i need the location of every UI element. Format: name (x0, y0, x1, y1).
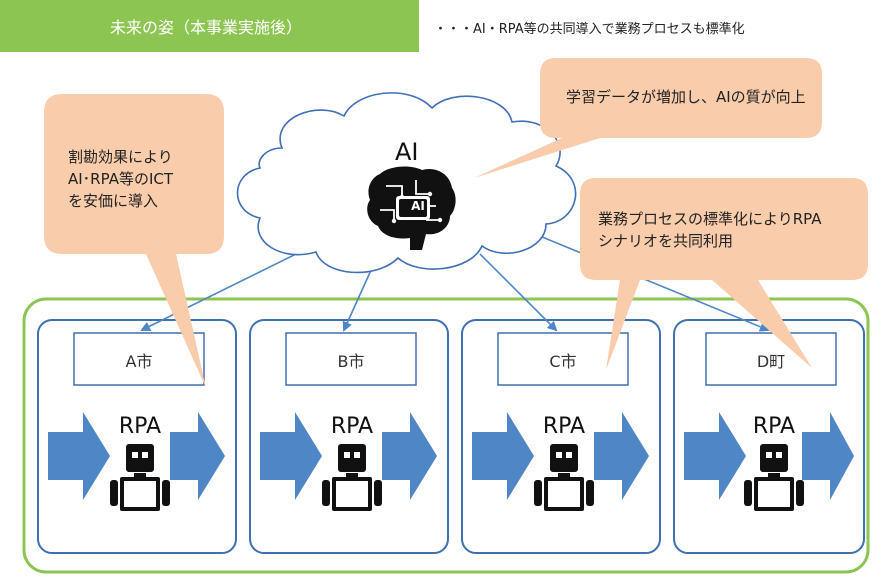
header-bar: 未来の姿（本事業実施後） (0, 0, 419, 52)
callout-left (44, 94, 224, 388)
callout-right-line-1: 業務プロセスの標準化によりRPA (598, 210, 822, 228)
callout-right-line-2: シナリオを共同利用 (598, 232, 734, 250)
output-arrow-icon (802, 412, 854, 500)
rpa-flow-c (472, 412, 649, 511)
callout-top-right (474, 58, 822, 178)
unit-frame-c (461, 319, 661, 554)
unit-name-d: D町 (756, 352, 786, 371)
input-arrow-icon (684, 412, 746, 500)
connector-d (529, 231, 770, 332)
callout-top-right-text: 学習データが増加し、AIの質が向上 (566, 88, 806, 106)
ai-brain-icon (367, 166, 456, 250)
cloud-connectors (140, 231, 770, 332)
connector-b (342, 267, 373, 332)
unit-name-boxes (73, 332, 837, 386)
municipality-group-frame (22, 297, 870, 574)
callout-right (580, 178, 868, 370)
rpa-flow-d (684, 412, 854, 511)
unit-name-box-c (497, 332, 629, 386)
connector-c (479, 253, 558, 332)
input-arrow-icon (260, 412, 322, 500)
callout-left-line-2: AI･RPA等のICT (68, 170, 174, 188)
output-arrow-icon (382, 412, 437, 500)
unit-name-box-d (705, 332, 837, 386)
rpa-flow-b (260, 412, 437, 511)
header-note: ・・・AI・RPA等の共同導入で業務プロセスも標準化 (434, 22, 745, 37)
connector-a (140, 251, 301, 331)
robot-icon (110, 444, 170, 511)
unit-name-a: A市 (125, 352, 153, 371)
rpa-label-d: RPA (752, 414, 796, 439)
rpa-label-c: RPA (542, 414, 586, 439)
rpa-flow-a (48, 412, 225, 511)
callout-left-line-3: を安価に導入 (68, 192, 159, 210)
ai-chip-label: AI (411, 199, 425, 213)
unit-name-c: C市 (549, 352, 577, 371)
unit-frame-a (37, 319, 237, 554)
robot-icon (744, 444, 804, 511)
unit-name-box-a (73, 332, 205, 386)
ai-cloud-label: AI (395, 138, 419, 166)
input-arrow-icon (48, 412, 110, 500)
callout-right-text: 業務プロセスの標準化によりRPA シナリオを共同利用 (598, 208, 821, 252)
output-arrow-icon (170, 412, 225, 500)
rpa-label-b: RPA (330, 414, 374, 439)
rpa-label-a: RPA (118, 414, 162, 439)
callout-left-text: 割勘効果により AI･RPA等のICT を安価に導入 (68, 146, 173, 212)
robot-icon (534, 444, 594, 511)
output-arrow-icon (594, 412, 649, 500)
header-title: 未来の姿（本事業実施後） (110, 18, 303, 37)
callout-left-line-1: 割勘効果により (68, 148, 173, 166)
input-arrow-icon (472, 412, 534, 500)
unit-name-box-b (285, 332, 417, 386)
unit-name-b: B市 (337, 352, 365, 371)
robot-icon (322, 444, 382, 511)
